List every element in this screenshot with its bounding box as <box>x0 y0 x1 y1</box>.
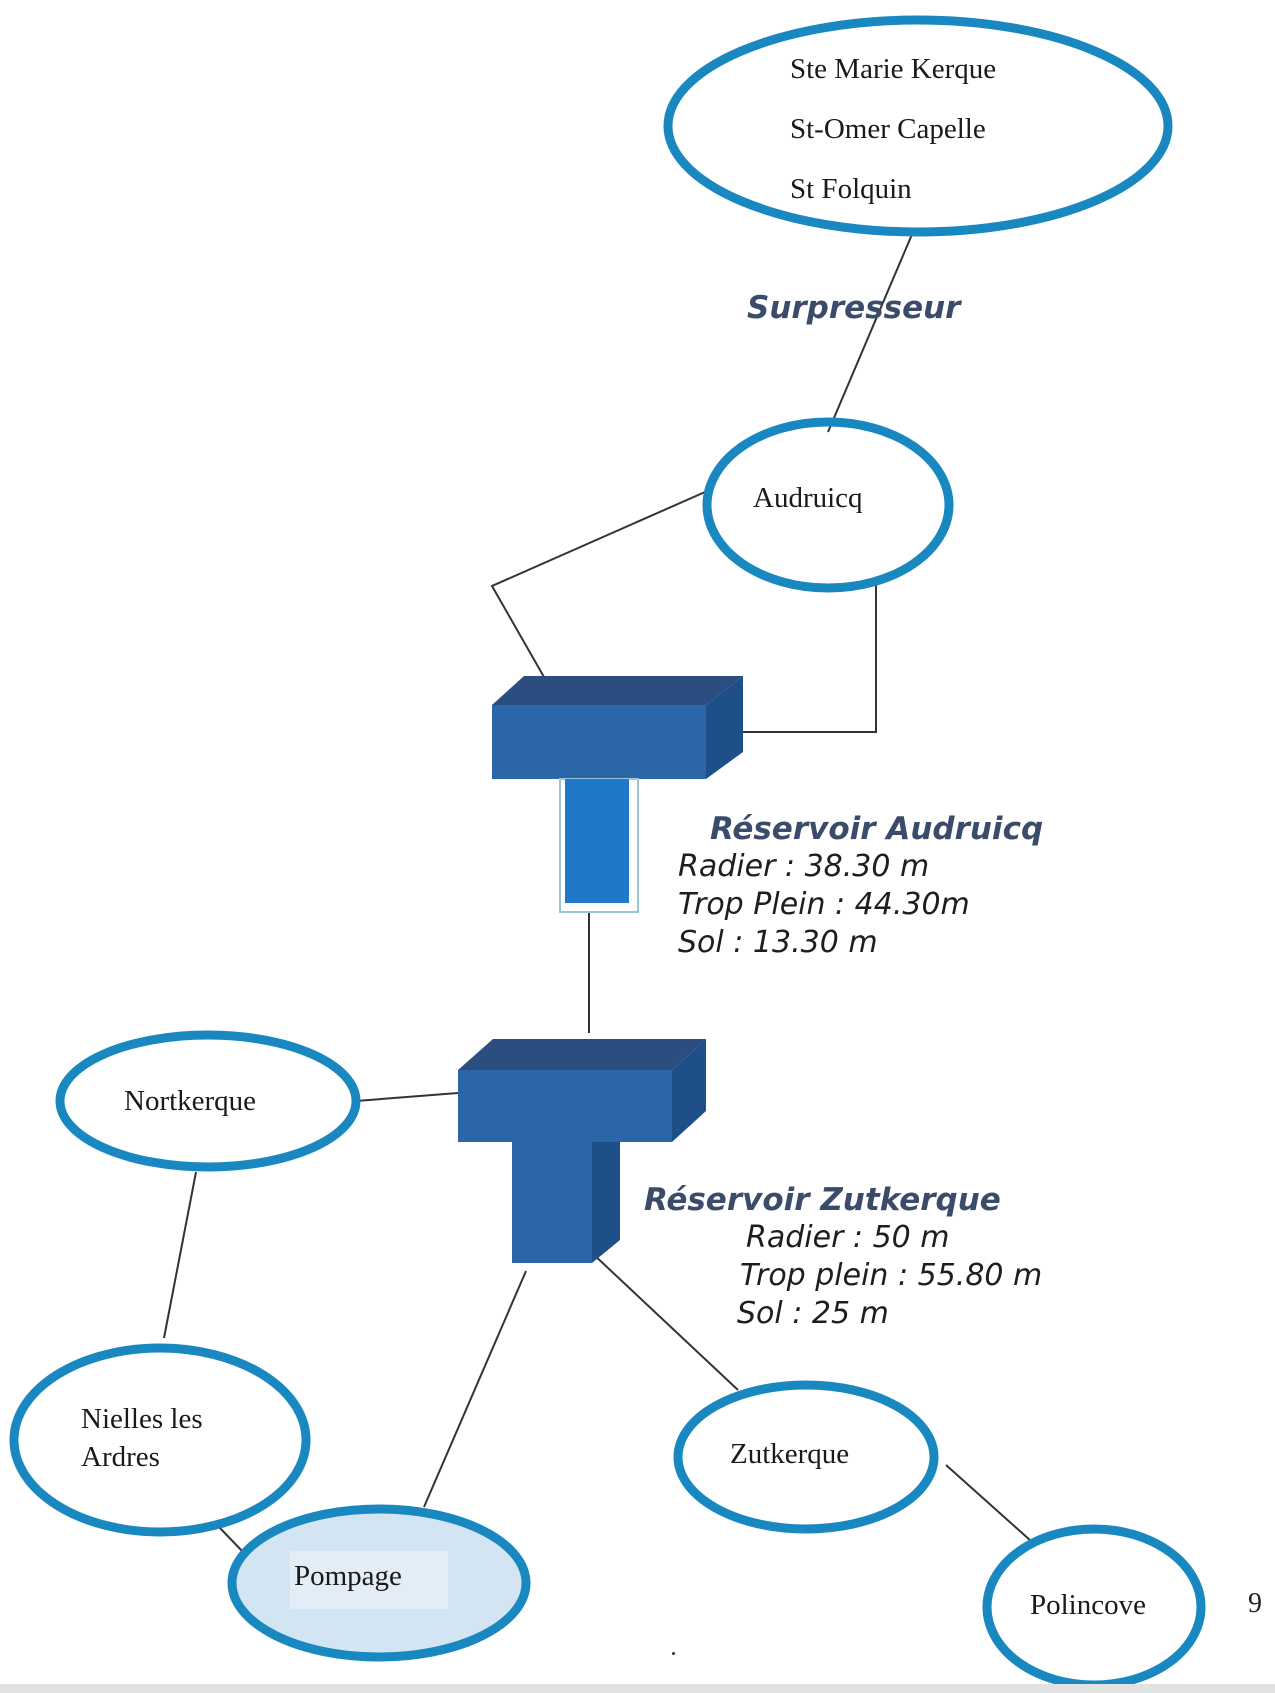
connector-zutkerque <box>591 1252 739 1391</box>
ellipse-pompage <box>227 1504 531 1662</box>
connectors <box>163 231 1032 1554</box>
connector-nortkerque-nielles <box>163 1171 197 1339</box>
reservoir-zutkerque-radier: Radier : 50 m <box>746 1220 950 1255</box>
station-pompage: Pompage <box>294 1560 402 1592</box>
town-nielles-line2: Ardres <box>81 1441 160 1473</box>
town-zutkerque: Zutkerque <box>730 1438 850 1470</box>
reservoir-zutkerque-shape <box>458 1039 706 1263</box>
reservoir-audruicq-sol: Sol : 13.30 m <box>678 925 878 960</box>
speck <box>672 1652 675 1655</box>
connector-surpresseur <box>827 231 914 433</box>
ellipse-zutkerque <box>673 1380 939 1534</box>
town-nielles-line1: Nielles les <box>81 1403 203 1435</box>
pompage-highlight <box>290 1551 448 1609</box>
page-number: 9 <box>1248 1588 1262 1619</box>
town-st-folquin: St Folquin <box>790 173 912 205</box>
town-st-omer-capelle: St-Omer Capelle <box>790 113 986 145</box>
town-ellipses <box>9 15 1206 1690</box>
reservoir-audruicq-title: Réservoir Audruicq <box>710 811 1044 847</box>
reservoir-audruicq-shape <box>492 676 743 913</box>
connector-audruicq-left <box>490 491 706 706</box>
reservoir-audruicq-trop-plein: Trop Plein : 44.30m <box>678 887 970 922</box>
bottom-edge <box>0 1684 1275 1693</box>
town-polincove: Polincove <box>1030 1589 1146 1621</box>
reservoir-zutkerque-sol: Sol : 25 m <box>737 1296 889 1331</box>
connector-polincove <box>945 1464 1032 1542</box>
town-ste-marie-kerque: Ste Marie Kerque <box>790 53 997 85</box>
town-audruicq: Audruicq <box>753 482 863 514</box>
town-nortkerque: Nortkerque <box>124 1085 257 1117</box>
ellipse-top-towns <box>663 15 1173 237</box>
connector-audruicq-right <box>706 584 877 733</box>
connector-nortkerque <box>355 1092 459 1102</box>
ellipse-nortkerque <box>55 1030 361 1172</box>
connector-nielles-pompage <box>217 1525 245 1554</box>
connector-pompage <box>423 1270 527 1508</box>
reservoir-zutkerque-title: Réservoir Zutkerque <box>644 1182 1001 1218</box>
ellipse-nielles <box>9 1343 311 1537</box>
ellipse-audruicq <box>702 417 954 593</box>
reservoir-audruicq-radier: Radier : 38.30 m <box>678 849 930 884</box>
reservoir-zutkerque-trop-plein: Trop plein : 55.80 m <box>740 1258 1043 1293</box>
surpresseur-label: Surpresseur <box>747 290 961 326</box>
